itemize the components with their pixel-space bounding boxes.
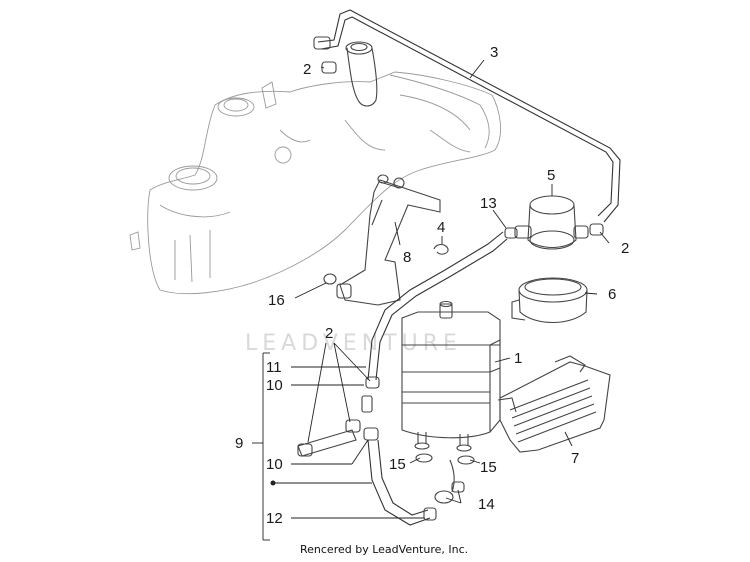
purge-valve-5 <box>504 195 604 250</box>
watermark: LEADVENTURE <box>245 331 462 356</box>
callout-13: 13 <box>480 195 497 212</box>
clip-4 <box>433 243 449 255</box>
callout-10-a: 10 <box>266 377 283 394</box>
callout-7: 7 <box>571 450 579 467</box>
leader-lines <box>291 59 610 519</box>
nut-16 <box>323 174 389 285</box>
charcoal-canister-1 <box>401 300 501 452</box>
vent-hose-3 <box>313 9 621 223</box>
callout-16: 16 <box>268 292 285 309</box>
callout-4: 4 <box>437 219 445 236</box>
callout-2-left: 2 <box>325 325 333 342</box>
callout-11: 11 <box>266 359 282 376</box>
footer-credit: Rencered by LeadVenture, Inc. <box>300 543 468 556</box>
callout-1: 1 <box>514 350 522 367</box>
callout-2-top: 2 <box>303 61 311 78</box>
hose-clamp-2-top <box>320 61 337 74</box>
callout-3: 3 <box>490 44 498 61</box>
fitting-kit-9 <box>297 376 475 526</box>
canister-bracket-8 <box>336 177 441 306</box>
callout-14: 14 <box>478 496 495 513</box>
callout-12: 12 <box>266 510 283 527</box>
callout-15-b: 15 <box>480 459 497 476</box>
watermark-text: LEADVENTURE <box>245 331 462 356</box>
callout-5: 5 <box>547 167 555 184</box>
callout-6: 6 <box>608 286 616 303</box>
callout-10-b: 10 <box>266 456 283 473</box>
valve-holder-6 <box>511 277 588 323</box>
callout-8: 8 <box>403 249 411 266</box>
hose-13 <box>367 231 508 381</box>
fuel-tank-drawing <box>129 41 502 295</box>
callouts: 3 2 5 13 4 2 8 16 6 2 1 11 10 9 7 10 15 … <box>235 44 629 527</box>
callout-9: 9 <box>235 435 243 452</box>
callout-15-a: 15 <box>389 456 406 473</box>
group-9-bracket <box>252 352 372 541</box>
callout-2-right: 2 <box>621 240 629 257</box>
canister-cover-7 <box>497 355 611 453</box>
